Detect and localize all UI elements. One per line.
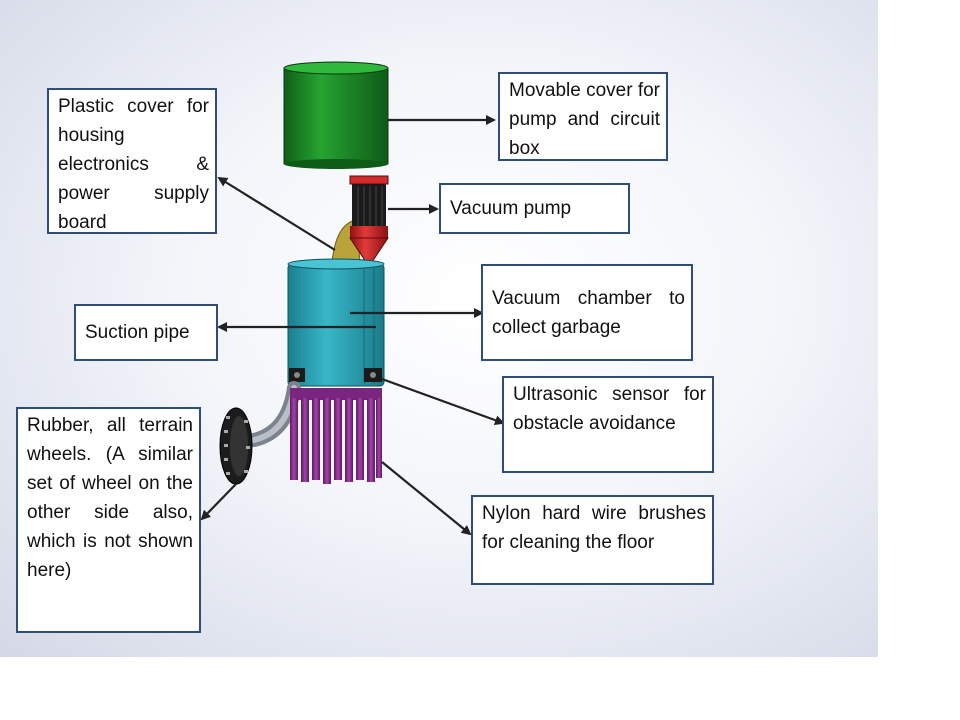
wheels-callout: Rubber, all terrain wheels. (A similar s… (16, 407, 201, 633)
plastic-cover-callout: Plastic cover for housing electronics & … (47, 88, 217, 234)
vacuum-chamber-callout: Vacuum chamber to collect garbage (481, 264, 693, 361)
wheels-label: Rubber, all terrain wheels. (A similar s… (27, 415, 193, 581)
suction-pipe-callout: Suction pipe (74, 304, 218, 361)
wheel-shape (219, 407, 253, 485)
movable-cover-label: Movable cover for pump and circuit box (509, 80, 661, 159)
brushes-label: Nylon hard wire brushes for cleaning the… (482, 503, 706, 553)
brushes-callout: Nylon hard wire brushes for cleaning the… (471, 495, 714, 585)
vacuum-chamber-label: Vacuum chamber to collect garbage (492, 288, 685, 338)
ultrasonic-sensor-callout: Ultrasonic sensor for obstacle avoidance (502, 376, 714, 473)
vacuum-pump-shape (349, 175, 389, 263)
plastic-cover-label: Plastic cover for housing electronics & … (58, 96, 209, 233)
vacuum-chamber-shape (287, 258, 385, 387)
vacuum-pump-callout: Vacuum pump (439, 183, 630, 234)
brushes-shape (290, 388, 382, 484)
vacuum-pump-label: Vacuum pump (450, 198, 572, 219)
ultrasonic-sensor-label: Ultrasonic sensor for obstacle avoidance (513, 384, 706, 434)
movable-cover-shape (283, 61, 389, 169)
arrow-ultrasonic-sensor (381, 377, 505, 425)
arrow-brushes (381, 461, 472, 536)
movable-cover-callout: Movable cover for pump and circuit box (498, 72, 668, 161)
callout-arrows (200, 115, 505, 536)
suction-pipe-label: Suction pipe (85, 322, 190, 343)
arrow-plastic-cover (217, 176, 336, 251)
suction-pipe-shape (247, 381, 301, 447)
arrow-wheels (200, 483, 237, 521)
